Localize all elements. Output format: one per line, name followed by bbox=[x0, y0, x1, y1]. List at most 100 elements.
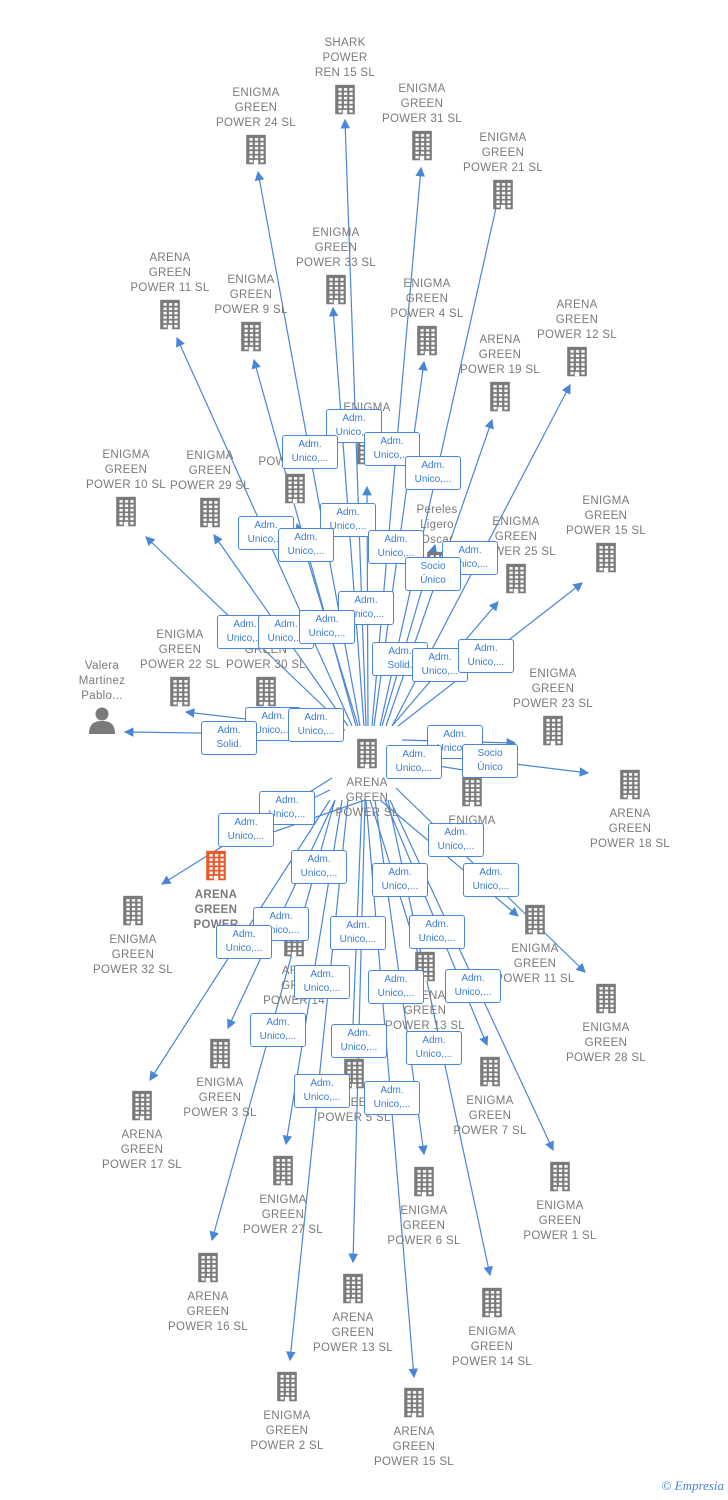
company-node[interactable]: ARENA GREEN POWER 18 SL bbox=[578, 766, 682, 852]
footer-brand[interactable]: © Empresia bbox=[661, 1478, 725, 1493]
relationship-label[interactable]: Adm. Unico,... bbox=[250, 1013, 306, 1047]
company-node[interactable]: ENIGMA GREEN POWER 3 SL bbox=[168, 1035, 272, 1121]
company-node[interactable]: ARENA GREEN POWER 17 SL bbox=[90, 1087, 194, 1173]
company-node[interactable]: GREEN POWER 30 SL bbox=[214, 643, 318, 714]
company-node[interactable]: ENIGMA GREEN POWER 31 SL bbox=[370, 82, 474, 168]
relationship-label[interactable]: Adm. Unico,... bbox=[291, 850, 347, 884]
node-label: ENIGMA GREEN POWER 7 SL bbox=[453, 1095, 527, 1137]
building-icon bbox=[438, 1055, 542, 1092]
company-node[interactable]: ENIGMA GREEN POWER 23 SL bbox=[501, 667, 605, 753]
company-node[interactable]: ENIGMA GREEN POWER 27 SL bbox=[231, 1152, 335, 1238]
building-icon bbox=[301, 1272, 405, 1309]
company-node[interactable]: ENIGMA GREEN POWER 4 SL bbox=[375, 277, 479, 363]
node-label: ARENA GREEN POWER 19 SL bbox=[460, 334, 540, 376]
company-node[interactable]: ARENA GREEN POWER 11 SL bbox=[118, 251, 222, 337]
relationship-label[interactable]: Adm. Unico,... bbox=[386, 745, 442, 779]
company-node[interactable]: ENIGMA GREEN POWER 1 SL bbox=[508, 1158, 612, 1244]
company-node[interactable]: ENIGMA GREEN POWER 32 SL bbox=[81, 892, 185, 978]
company-node[interactable]: ENIGMA GREEN POWER 7 SL bbox=[438, 1053, 542, 1139]
relationship-label[interactable]: Adm. Unico,... bbox=[330, 916, 386, 950]
company-node[interactable]: ARENA GREEN POWER 19 SL bbox=[448, 333, 552, 419]
company-node[interactable]: ENIGMA GREEN POWER 10 SL bbox=[74, 448, 178, 534]
relationship-label[interactable]: Adm. Unico,... bbox=[372, 863, 428, 897]
building-icon bbox=[293, 83, 397, 120]
company-node[interactable]: ENIGMA GREEN POWER 29 SL bbox=[158, 449, 262, 535]
building-icon bbox=[243, 472, 347, 509]
building-icon bbox=[156, 1251, 260, 1288]
relationship-label[interactable]: Adm. Unico,... bbox=[368, 970, 424, 1004]
building-icon bbox=[483, 903, 587, 940]
relationship-label[interactable]: Socio Único bbox=[462, 744, 518, 778]
person-icon bbox=[50, 706, 154, 739]
node-label: ARENA GREEN POWER 16 SL bbox=[168, 1291, 248, 1333]
node-label: ENIGMA GREEN POWER 15 SL bbox=[566, 495, 646, 537]
relationship-label[interactable]: Adm. Unico,... bbox=[364, 1081, 420, 1115]
company-node[interactable]: ENIGMA GREEN POWER 11 SL bbox=[483, 901, 587, 987]
relationship-label[interactable]: Adm. Unico,... bbox=[282, 435, 338, 469]
relationship-label[interactable]: Adm. Unico,... bbox=[216, 925, 272, 959]
relationship-label[interactable]: Adm. Unico,... bbox=[428, 823, 484, 857]
company-node[interactable]: ENIGMA GREEN POWER 14 SL bbox=[440, 1284, 544, 1370]
relationship-label[interactable]: Adm. Unico,... bbox=[458, 639, 514, 673]
node-label: ENIGMA GREEN POWER 10 SL bbox=[86, 449, 166, 491]
node-label: ARENA GREEN POWER 13 SL bbox=[385, 990, 465, 1032]
building-icon bbox=[158, 496, 262, 533]
node-label: ENIGMA GREEN POWER 23 SL bbox=[513, 668, 593, 710]
node-label: ENIGMA GREEN POWER 33 SL bbox=[296, 227, 376, 269]
node-label: ENIGMA GREEN POWER 22 SL bbox=[140, 629, 220, 671]
relationship-label[interactable]: Socio Único bbox=[405, 557, 461, 591]
center-company-node[interactable]: ARENA GREEN POWER SL bbox=[315, 735, 419, 821]
relationship-label[interactable]: Adm. Unico,... bbox=[405, 456, 461, 490]
company-node[interactable]: ENIGMA GREEN POWER 22 SL bbox=[128, 628, 232, 714]
relationship-label[interactable]: Adm. Unico,... bbox=[331, 1024, 387, 1058]
company-node[interactable]: ARENA GREEN POWER 13 SL bbox=[301, 1270, 405, 1356]
building-icon bbox=[448, 380, 552, 417]
building-icon bbox=[118, 298, 222, 335]
node-label: ENIGMA GREEN POWER 14 SL bbox=[452, 1326, 532, 1368]
company-node[interactable]: ARENA GREEN POWER 12 SL bbox=[525, 298, 629, 384]
building-icon bbox=[164, 849, 268, 886]
building-icon bbox=[451, 178, 555, 215]
company-node[interactable]: ENIGMA GREEN POWER 2 SL bbox=[235, 1368, 339, 1454]
relationship-label[interactable]: Adm. Unico,... bbox=[278, 528, 334, 562]
node-label: ENIGMA GREEN POWER 31 SL bbox=[382, 83, 462, 125]
building-icon bbox=[81, 894, 185, 931]
company-node[interactable]: ENIGMA GREEN POWER 9 SL bbox=[199, 273, 303, 359]
company-node[interactable]: ARENA GREEN POWER 15 SL bbox=[362, 1384, 466, 1470]
relationship-label[interactable]: Adm. Unico,... bbox=[409, 915, 465, 949]
node-label: ENIGMA GREEN POWER 27 SL bbox=[243, 1194, 323, 1236]
relationship-label[interactable]: Adm. Unico,... bbox=[294, 1074, 350, 1108]
relationship-label[interactable]: Adm. Unico,... bbox=[299, 610, 355, 644]
company-node[interactable]: ENIGMA GREEN POWER 21 SL bbox=[451, 131, 555, 217]
building-icon bbox=[508, 1160, 612, 1197]
company-node[interactable]: ENIGMA GREEN POWER 24 SL bbox=[204, 86, 308, 172]
relationship-label[interactable]: Adm. Unico,... bbox=[445, 969, 501, 1003]
company-node[interactable]: Valera Martinez Pablo... bbox=[50, 659, 154, 741]
relationship-label[interactable]: Adm. Unico,... bbox=[320, 503, 376, 537]
relationship-label[interactable]: Adm. Unico,... bbox=[338, 591, 394, 625]
relationship-label[interactable]: Adm. Unico,... bbox=[463, 863, 519, 897]
company-node[interactable]: ENIGMA GREEN POWER 33 SL bbox=[284, 226, 388, 312]
building-icon bbox=[302, 1057, 406, 1094]
relationship-label[interactable]: Adm. Unico,... bbox=[406, 1031, 462, 1065]
relationship-label[interactable]: Adm. Solid. bbox=[201, 721, 257, 755]
relationship-label[interactable]: Adm. Unico,... bbox=[288, 708, 344, 742]
node-label: ARENA GREEN POWER 17 SL bbox=[102, 1129, 182, 1171]
node-label: ENIGMA GREEN POWER 21 SL bbox=[463, 132, 543, 174]
company-node[interactable]: ARENA GREEN POWER 16 SL bbox=[156, 1249, 260, 1335]
building-icon bbox=[372, 1165, 476, 1202]
building-icon bbox=[284, 273, 388, 310]
company-node[interactable]: ENIGMA GREEN POWER 28 SL bbox=[554, 980, 658, 1066]
company-node[interactable]: ENIGMA GREEN POWER 15 SL bbox=[554, 494, 658, 580]
company-node[interactable]: ENIGMA GREEN POWER 6 SL bbox=[372, 1163, 476, 1249]
company-node[interactable]: ARENA GREEN POWER 13 SL bbox=[373, 948, 477, 1034]
relationship-label[interactable]: Adm. Unico,... bbox=[218, 813, 274, 847]
building-icon bbox=[375, 324, 479, 361]
company-node[interactable]: SHARK POWER REN 15 SL bbox=[293, 36, 397, 122]
building-icon bbox=[214, 675, 318, 712]
node-label: SHARK POWER REN 15 SL bbox=[314, 37, 376, 79]
building-icon bbox=[315, 737, 419, 774]
node-label: ENIGMA GREEN POWER 3 SL bbox=[183, 1077, 257, 1119]
relationship-label[interactable]: Adm. Unico,... bbox=[294, 965, 350, 999]
